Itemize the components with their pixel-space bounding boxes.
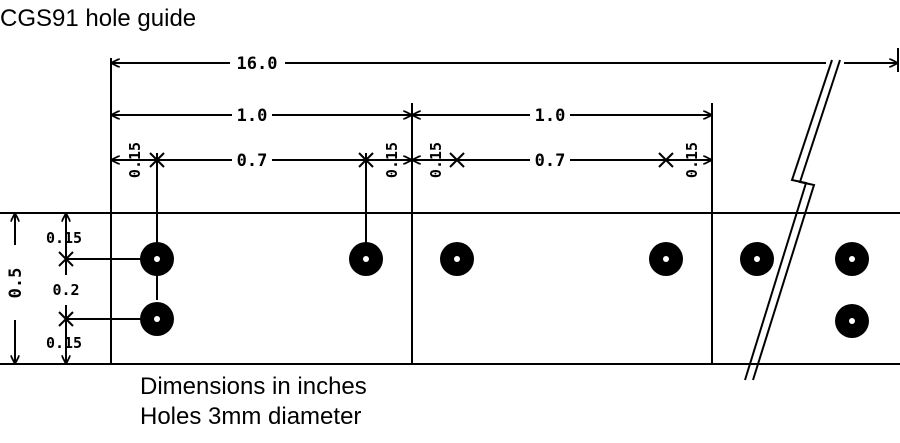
- section-length-label: 1.0: [237, 106, 268, 126]
- section-length-label: 1.0: [535, 106, 566, 126]
- row-offset-dimensions: 0.15 0.2 0.15: [46, 213, 82, 364]
- hole: [349, 242, 383, 276]
- edge-offset-label: 0.15: [683, 142, 701, 178]
- edge-offset-label: 0.15: [383, 142, 401, 178]
- bottom-offset-label: 0.15: [46, 334, 82, 352]
- section-dimension-2: 1.0: [412, 106, 712, 126]
- height-dimension: 0.5: [6, 213, 26, 364]
- hole: [140, 302, 174, 336]
- hole: [740, 242, 774, 276]
- break-symbol: [744, 59, 841, 381]
- overall-length-dimension: 16.0: [111, 48, 899, 74]
- pitch-dimension-2: 0.7 0.15 0.15: [412, 142, 712, 178]
- hole: [835, 304, 869, 338]
- hole: [649, 242, 683, 276]
- edge-offset-label: 0.15: [427, 142, 445, 178]
- section-dimension-1: 1.0: [111, 106, 412, 126]
- units-note: Dimensions in inches: [140, 373, 367, 400]
- top-offset-label: 0.15: [46, 229, 82, 247]
- row-spacing-label: 0.2: [52, 281, 79, 299]
- holes: [140, 242, 869, 338]
- hole: [835, 242, 869, 276]
- edge-offset-label: 0.15: [126, 142, 144, 178]
- diagram-title: CGS91 hole guide: [0, 5, 196, 32]
- hole-size-note: Holes 3mm diameter: [140, 403, 361, 430]
- overall-length-label: 16.0: [237, 54, 278, 74]
- height-label: 0.5: [6, 268, 26, 299]
- hole: [140, 242, 174, 276]
- hole: [440, 242, 474, 276]
- pitch-dimension-1: 0.7 0.15 0.15: [111, 142, 412, 178]
- pitch-label: 0.7: [535, 151, 566, 171]
- pitch-label: 0.7: [237, 151, 268, 171]
